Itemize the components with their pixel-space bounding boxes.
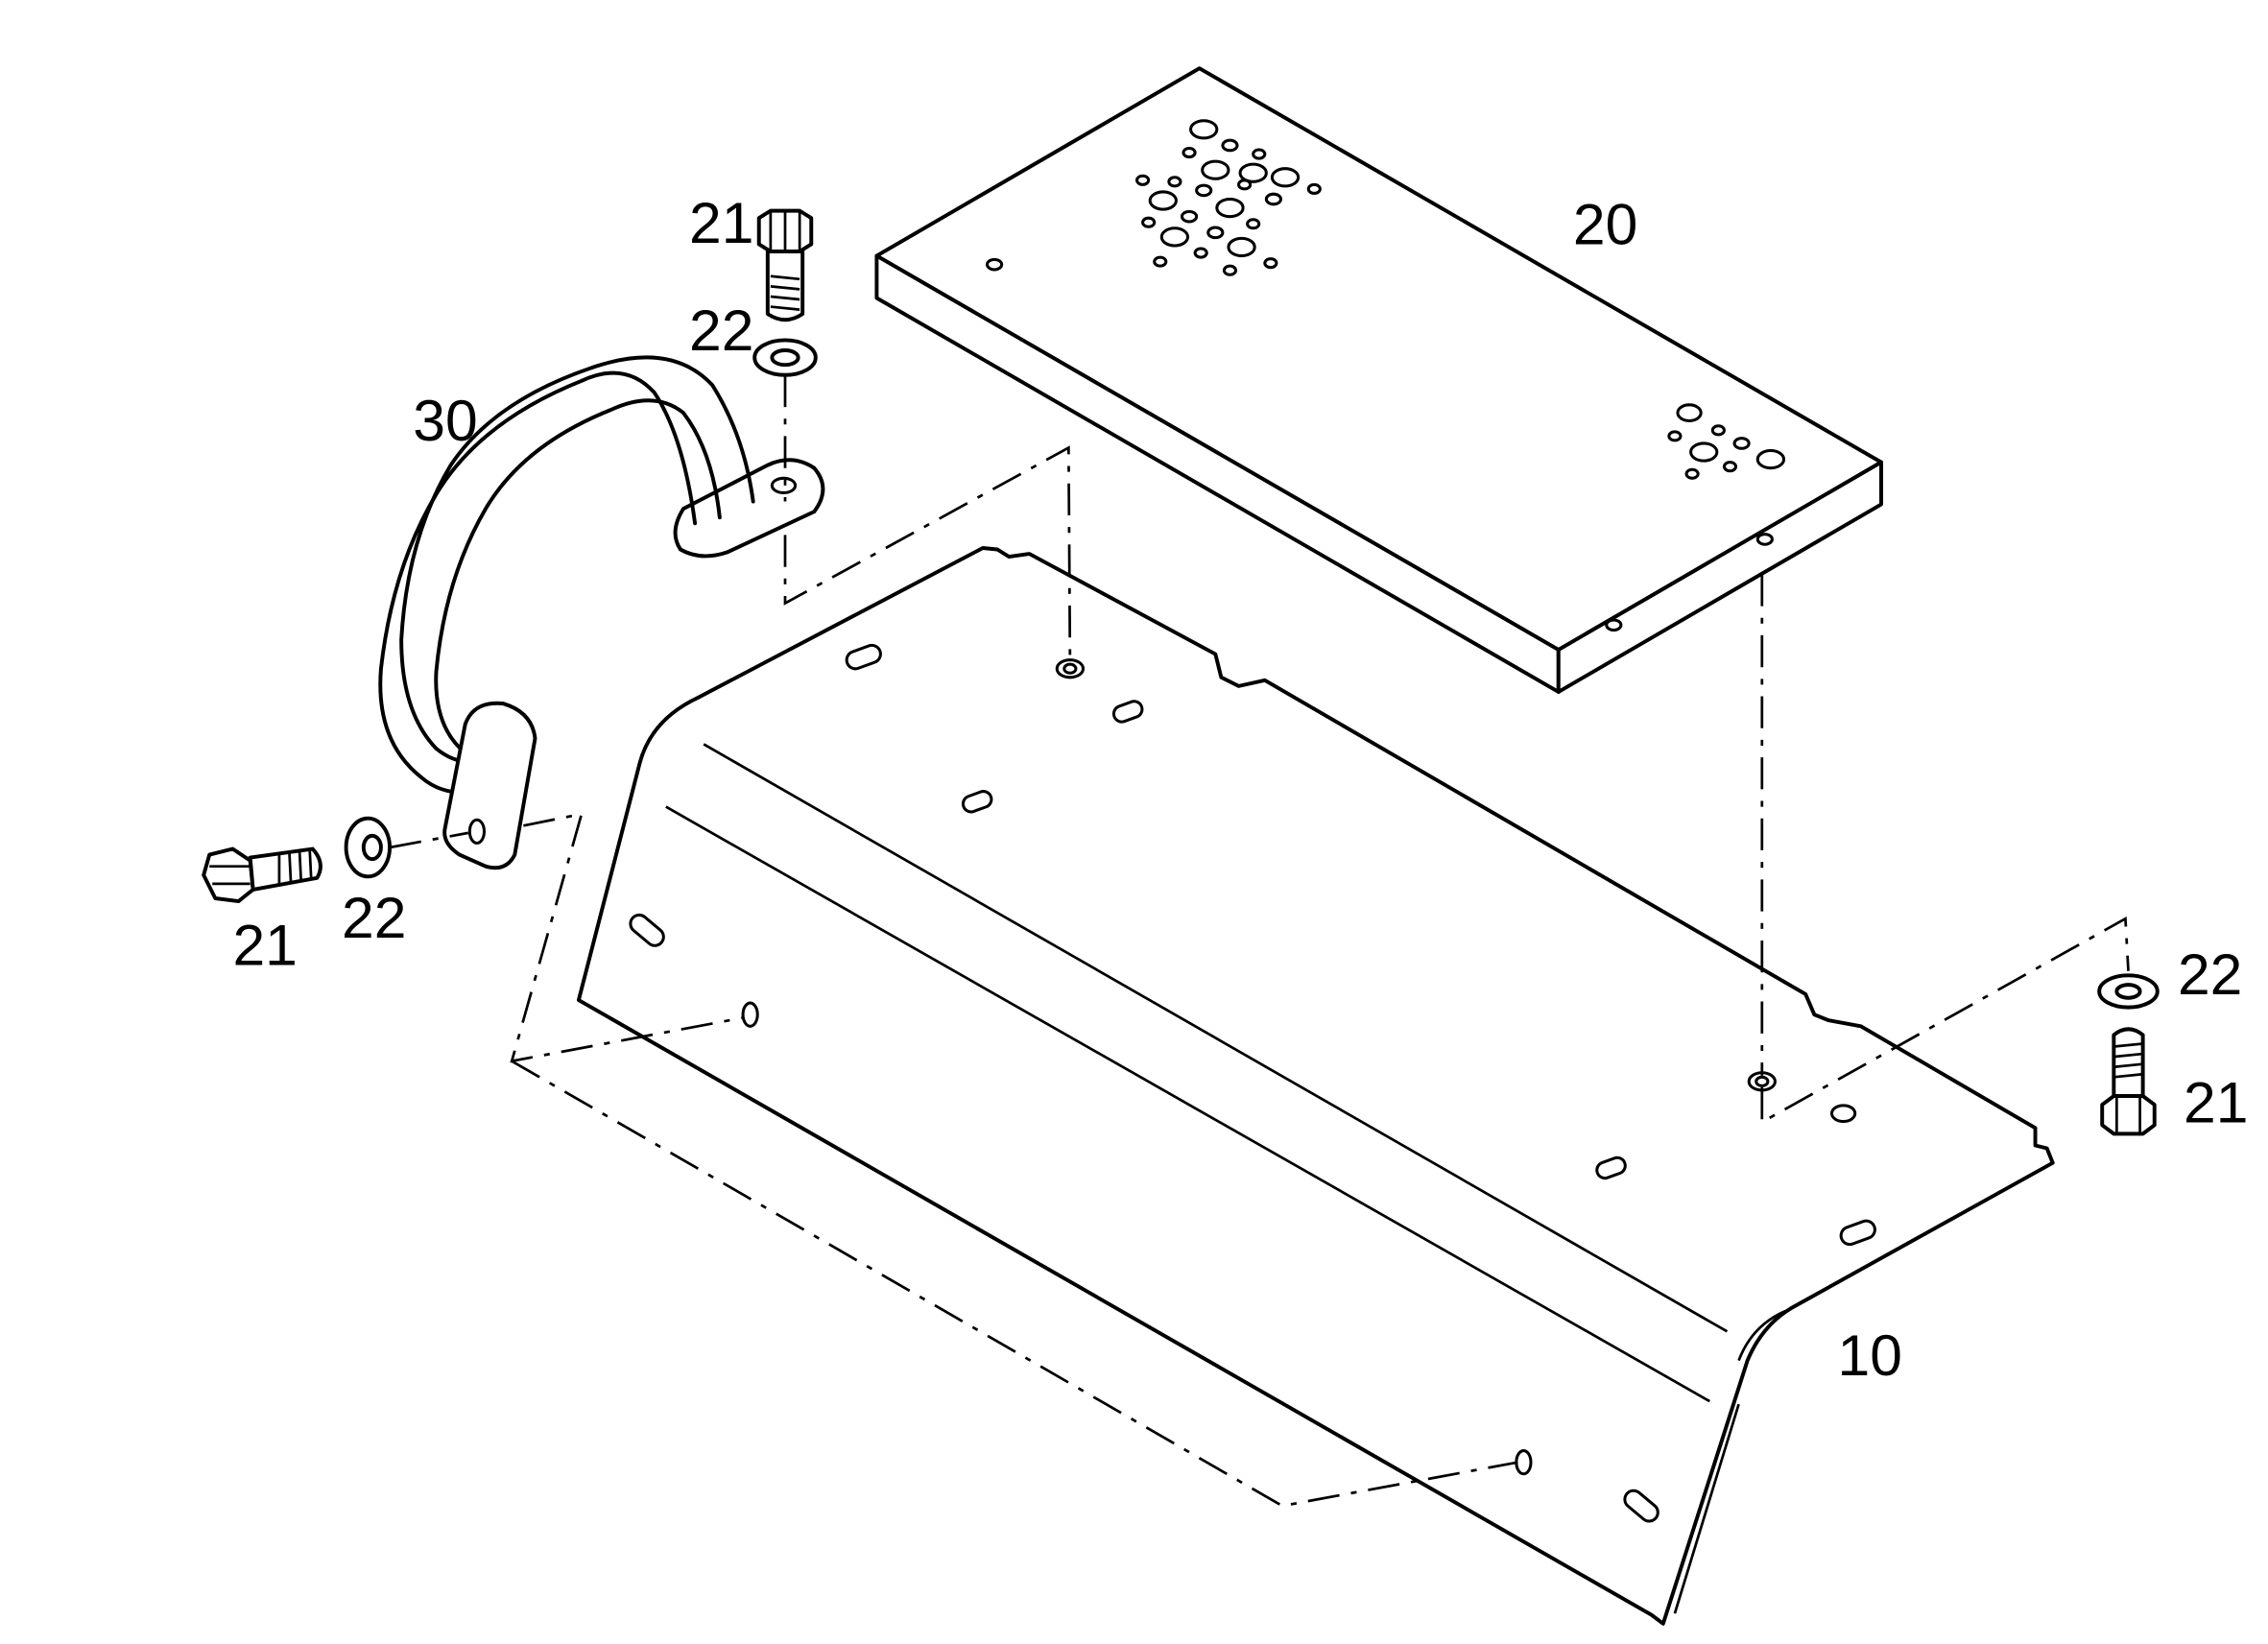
base-side-bend (1737, 1309, 1786, 1362)
base-bend-line-lower (665, 805, 1710, 1403)
slot-hole (629, 913, 665, 947)
label-handle: 30 (413, 388, 477, 453)
slot-hole (845, 643, 882, 671)
slot-hole (1839, 1219, 1876, 1247)
label-bolt-left: 21 (232, 913, 297, 978)
slot-hole (961, 790, 993, 814)
label-bolt-right: 21 (2184, 1069, 2248, 1134)
handle-side-tab-hole (467, 818, 486, 845)
round-hole (1515, 1449, 1533, 1476)
base-plate (576, 546, 2055, 1626)
base-bend-line-upper (703, 743, 1729, 1333)
slot-hole (1595, 1156, 1627, 1180)
handle-tube-inner-return (434, 398, 722, 755)
handle-side-tab (442, 701, 537, 870)
bolt-top (756, 208, 814, 322)
perforation-pattern (986, 119, 1786, 632)
handle-top-tab-hole (770, 476, 798, 494)
washer-top (752, 338, 818, 377)
round-hole (1062, 662, 1078, 675)
base-plate-outline (576, 546, 2055, 1626)
top-plate-right-face (1556, 460, 1883, 694)
round-hole (741, 1001, 759, 1028)
label-plate-top: 20 (1573, 191, 1637, 256)
label-plate-base: 10 (1838, 1322, 1902, 1388)
slot-hole (1111, 700, 1144, 724)
assembly-lines (389, 374, 2130, 1508)
bolt-right (2100, 1027, 2157, 1136)
round-hole (1755, 1075, 1770, 1087)
handle (378, 355, 825, 870)
label-washer-right: 22 (2178, 941, 2242, 1007)
handle-tube-inner (399, 355, 755, 764)
slot-hole (1623, 1489, 1659, 1523)
label-washer-left: 22 (342, 885, 406, 950)
bolt-right-head (2100, 1094, 2157, 1136)
round-hole (1829, 1104, 1857, 1124)
bolt-left-shank (248, 846, 322, 892)
bolt-top-shank (765, 250, 805, 322)
part-labels: 20 10 30 21 22 21 22 22 21 (232, 190, 2248, 1388)
label-bolt-top: 21 (689, 190, 753, 255)
bolt-left (202, 846, 322, 904)
washer-left (344, 816, 392, 879)
bolt-left-head (202, 846, 255, 904)
top-plate (874, 66, 1883, 694)
washer-right (2097, 973, 2160, 1010)
label-washer-top: 22 (689, 298, 753, 363)
base-front-edge (1673, 1403, 1740, 1614)
